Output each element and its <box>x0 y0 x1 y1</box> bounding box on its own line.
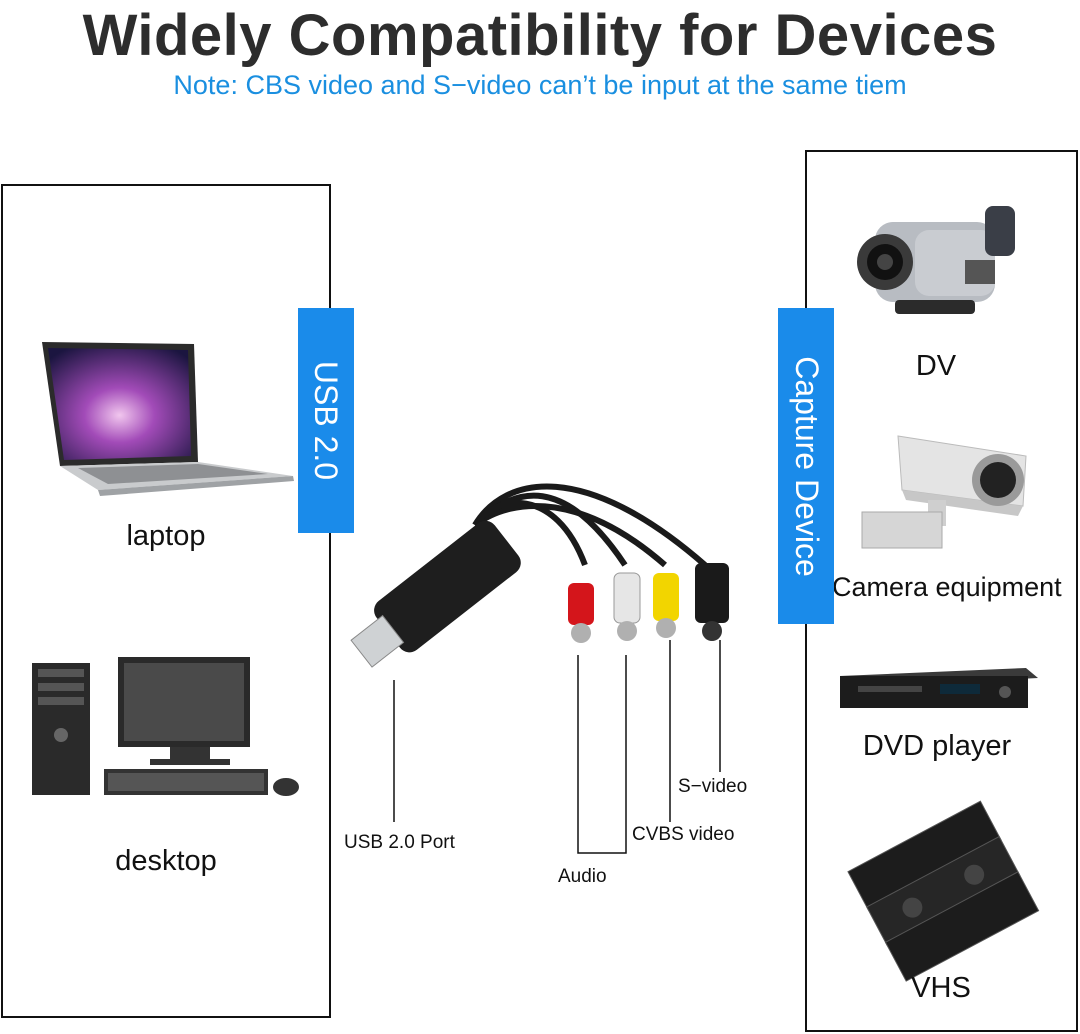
computer-devices-panel <box>1 184 331 1018</box>
page-title: Widely Compatibility for Devices <box>82 3 998 68</box>
device-label-dv: DV <box>915 350 957 382</box>
desktop-computer-icon <box>32 657 299 796</box>
callout-s-video: S−video <box>678 776 748 797</box>
device-label-laptop: laptop <box>126 520 206 552</box>
usb-video-capture-cable-icon <box>350 483 729 668</box>
callout-audio: Audio <box>558 866 607 887</box>
audio-left-plug <box>568 583 594 643</box>
device-label-dvd-player: DVD player <box>862 730 1012 762</box>
laptop-icon <box>42 342 294 496</box>
callout-cvbs-video: CVBS video <box>632 824 735 845</box>
callout-usb-2-0-port: USB 2.0 Port <box>344 832 455 853</box>
capture-device-tab: Capture Device <box>778 308 834 624</box>
device-label-desktop: desktop <box>115 845 217 877</box>
compatibility-note: Note: CBS video and S−video can’t be inp… <box>173 70 907 100</box>
camcorder-icon <box>857 206 1015 314</box>
security-camera-icon <box>861 435 1027 549</box>
dvd-player-icon <box>840 668 1038 708</box>
vhs-tapes-icon <box>847 800 1040 982</box>
device-label-camera-equipment: Camera equipment <box>832 572 1062 602</box>
usb-2-0-tab: USB 2.0 <box>298 308 354 533</box>
device-label-vhs: VHS <box>911 972 971 1004</box>
